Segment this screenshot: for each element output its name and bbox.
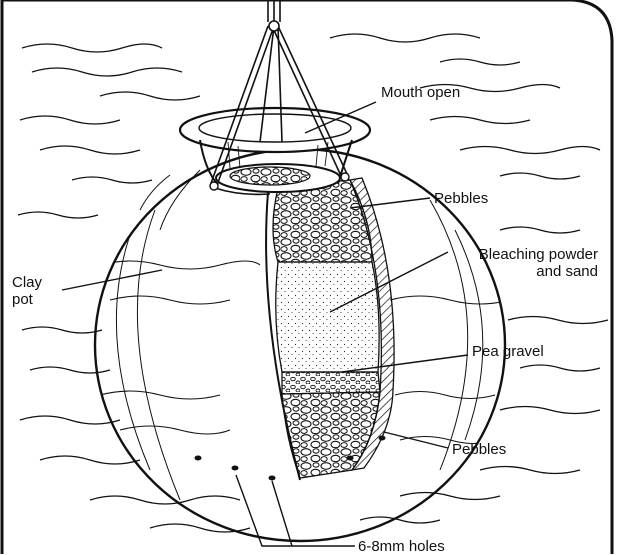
label-clay-pot: Clay pot [12,274,42,308]
label-holes: 6-8mm holes [358,538,445,555]
label-pea-gravel: Pea gravel [472,343,544,360]
label-bleaching-line2: and sand [430,263,598,280]
rope-loop-right [341,173,349,181]
label-bleaching-line1: Bleaching powder [430,246,598,263]
label-clay-line1: Clay [12,274,42,291]
label-mouth-open: Mouth open [381,84,460,101]
cutaway-section [266,178,394,480]
label-pebbles-bottom: Pebbles [452,441,506,458]
rope-loop-left [210,182,218,190]
label-bleaching-powder: Bleaching powder and sand [430,246,598,280]
label-pebbles-top: Pebbles [434,190,488,207]
pea-gravel-layer [282,372,380,394]
bleaching-powder-layer [276,262,379,372]
label-clay-line2: pot [12,291,42,308]
rope-knot [269,21,279,31]
